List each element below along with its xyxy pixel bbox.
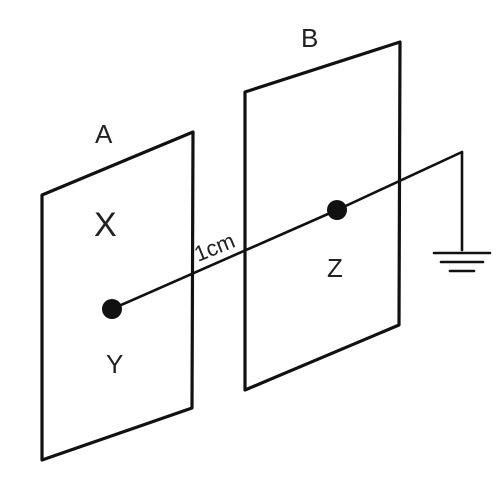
wire-segment-y-to-z — [110, 208, 339, 311]
point-z-label: Z — [327, 253, 343, 283]
wire — [110, 150, 464, 311]
plate-b-outline — [243, 40, 402, 392]
wire-segment-z-to-corner — [335, 150, 464, 212]
point-z-dot — [327, 200, 347, 220]
plate-b — [243, 40, 402, 392]
point-x-label: X — [94, 206, 117, 244]
plate-a-outline — [40, 130, 195, 462]
plate-a — [40, 130, 195, 462]
ground-symbol — [432, 251, 492, 273]
plate-b-label: B — [301, 23, 318, 53]
plate-a-label: A — [95, 119, 113, 149]
distance-label: 1cm — [191, 228, 239, 267]
point-y-label: Y — [106, 349, 123, 379]
point-y-dot — [102, 299, 122, 319]
